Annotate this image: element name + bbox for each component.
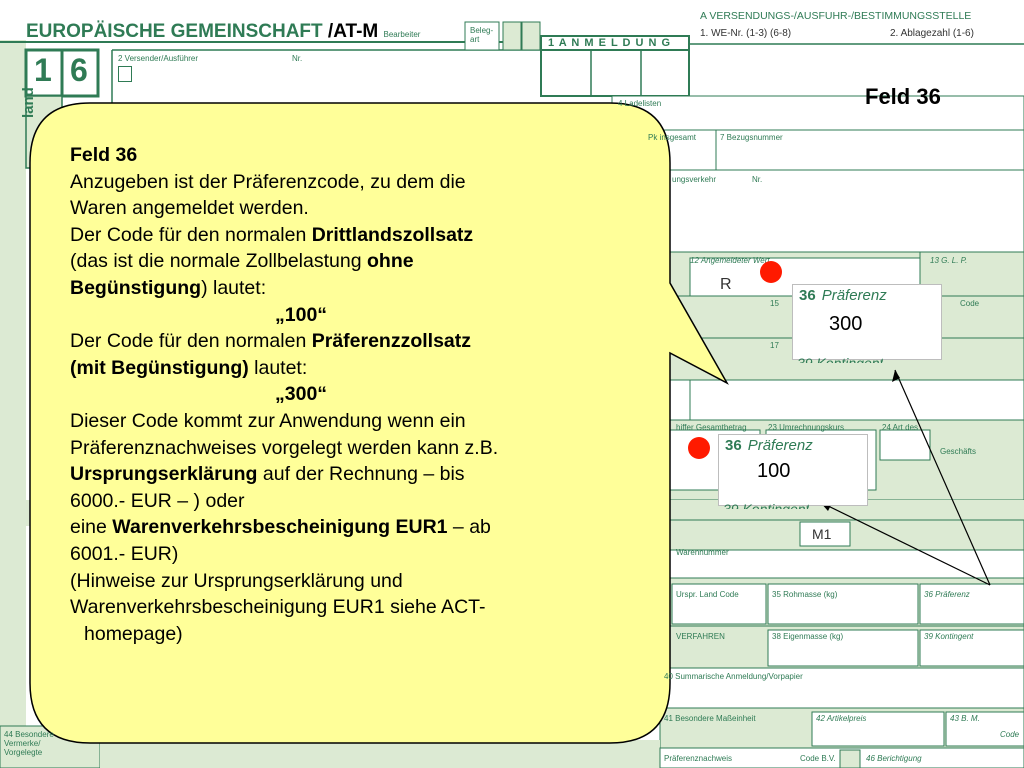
arrow-lower (819, 501, 991, 586)
callout-line-15: 6001.- EUR) (70, 542, 179, 565)
form-checkbox (118, 66, 132, 82)
form-beleg-art: Beleg-art (470, 26, 494, 44)
form-ladelisten: 4 Ladelisten (618, 99, 662, 108)
callout-line-17: Warenverkehrsbescheinigung EUR1 siehe AC… (70, 596, 486, 619)
form-warennummer: Warennummer (676, 548, 729, 557)
callout-line-8: (mit Begünstigung) lautet: (70, 356, 308, 379)
form-nr: Nr. (292, 54, 303, 63)
callout-code-100: „100“ (275, 303, 328, 326)
form-urspr-land: Urspr. Land Code (676, 590, 739, 599)
marker-dot-upper (760, 261, 782, 283)
marker-dot-lower (688, 437, 710, 459)
form-gl-p: 13 G. L. P. (930, 256, 968, 265)
callout-title: Feld 36 (70, 144, 138, 166)
form-artikelpreis: 42 Artikelpreis (816, 714, 867, 723)
form-eigenmasse: 38 Eigenmasse (kg) (772, 632, 844, 641)
form-digit-1: 1 (34, 52, 52, 88)
form-m1: M1 (812, 526, 832, 542)
callout-line-1: Anzugeben ist der Präferenzcode, zu dem … (70, 170, 466, 193)
form-umrechnungskurs: 23 Umrechnungskurs (768, 423, 845, 432)
arrow-upper (894, 369, 991, 586)
callout-line-5: Begünstigung) lautet: (70, 276, 267, 299)
form-verfahren: VERFAHREN (676, 632, 725, 641)
form-header-code: /AT-M (327, 21, 379, 42)
form-versender: 2 Versender/Ausführer (118, 54, 199, 63)
callout-line-13: 6000.- EUR – ) oder (70, 489, 245, 512)
form-bezugsnummer: 7 Bezugsnummer (720, 133, 783, 142)
callout-line-18: homepage) (84, 622, 183, 645)
form-digit-6: 6 (70, 52, 88, 88)
form-code-small: Code (960, 299, 980, 308)
form-side-label: land (20, 87, 37, 118)
callout-line-2: Waren angemeldet werden. (70, 197, 309, 220)
form-zugsverkehr: ungsverkehr (672, 175, 717, 184)
form-besondere-masseinheit: 41 Besondere Maßeinheit (664, 714, 756, 723)
callout-text: Feld 36 Anzugeben ist der Präferenzcode,… (70, 142, 670, 647)
callout-line-12: Ursprungserklärung auf der Rechnung – bi… (70, 463, 465, 486)
praferenz-box-upper-footer: 39 Kontingent (797, 355, 884, 363)
slide-heading: Feld 36 (865, 84, 941, 109)
form-gesamtbetrag: hiffer Gesamtbetrag (676, 423, 747, 432)
form-we-nr: 1. WE-Nr. (1-3) (6-8) (700, 28, 792, 39)
callout-line-3: Der Code für den normalen Drittlandszoll… (70, 223, 474, 246)
callout-line-11: Präferenznachweises vorgelegt werden kan… (70, 436, 499, 459)
callout-line-10: Dieser Code kommt zur Anwendung wenn ein (70, 409, 466, 432)
form-praferenz-small: 36 Präferenz (924, 590, 970, 599)
form-summarische: 40 Summarische Anmeldung/Vorpapier (664, 672, 803, 681)
form-insgesamt: Pk insgesamt (648, 133, 697, 142)
callout-line-14: eine Warenverkehrsbescheinigung EUR1 – a… (70, 516, 491, 539)
form-bm: 43 B. M. (950, 714, 980, 723)
callout-bubble (29, 102, 729, 744)
callout-line-7: Der Code für den normalen Präferenzzolls… (70, 330, 472, 353)
form-praferenznachweis: Präferenznachweis (664, 754, 733, 763)
form-header-small: Bearbeiter (383, 30, 421, 39)
callout-code-300: „300“ (275, 383, 328, 406)
form-besondere-vermerke: 44 Besondere Vermerke/ Vorgelegte (4, 730, 54, 757)
form-angemeldeter-wert: 12 Angemeldeter Wert (690, 256, 770, 265)
form-seventeen: 17 (770, 341, 779, 350)
callout-line-4: (das ist die normale Zollbelastung ohne (70, 250, 414, 273)
form-nr2: Nr. (752, 175, 763, 184)
form-berichtigung: 46 Berichtigung (866, 754, 922, 763)
praferenz-box-upper-value: 300 (829, 313, 863, 335)
callout-line-16: (Hinweise zur Ursprungserklärung und (70, 569, 403, 592)
form-geschafts: Geschäfts (940, 447, 977, 456)
praferenz-box-lower-footer: 39 Kontingent (723, 501, 810, 509)
form-ablagezahl: 2. Ablagezahl (1-6) (890, 28, 974, 39)
praferenz-box-lower-value: 100 (757, 460, 791, 482)
form-r-letter: R (720, 276, 732, 293)
form-left-band (0, 40, 26, 768)
form-code-bv: Code B.V. (800, 754, 836, 763)
form-code2: Code (1000, 730, 1020, 739)
form-fifteen: 15 (770, 299, 779, 308)
form-section-a: A VERSENDUNGS-/AUSFUHR-/BESTIMMUNGSSTELL… (700, 10, 972, 22)
form-art-des: 24 Art des (882, 423, 919, 432)
form-anmeldung: 1 A N M E L D U N G (548, 37, 672, 49)
form-rohmasse: 35 Rohmasse (kg) (772, 590, 838, 599)
form-header-title: EUROPÄISCHE GEMEINSCHAFT /AT-M Bearbeite… (26, 21, 421, 42)
form-kontingent: 39 Kontingent (924, 632, 974, 641)
